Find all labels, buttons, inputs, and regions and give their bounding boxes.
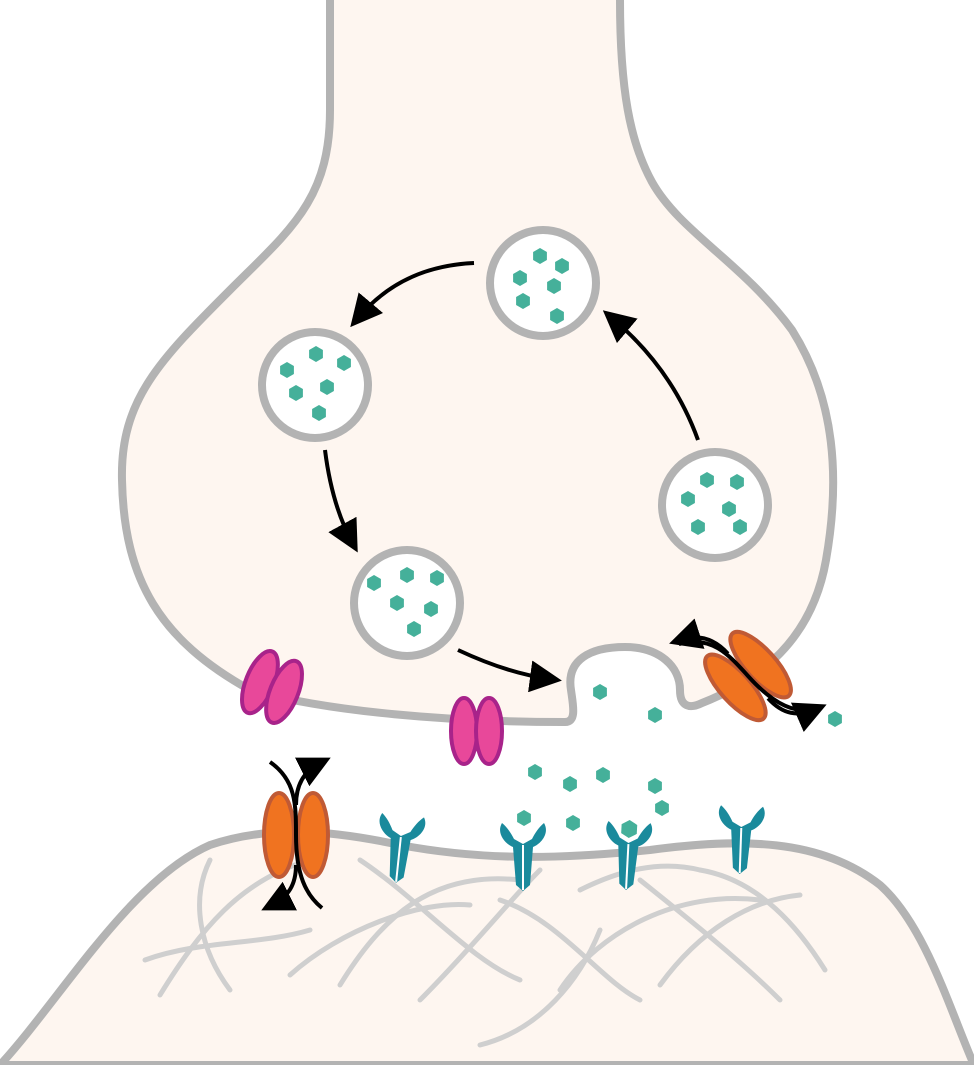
neurotransmitter-molecule (691, 519, 705, 535)
neurotransmitter-molecule (550, 308, 564, 324)
vesicle-cycle-arrows (323, 261, 700, 693)
neurotransmitter-molecule (320, 379, 334, 395)
synaptic-vesicle (486, 226, 600, 340)
neurotransmitter-molecule (566, 815, 580, 831)
receptor (500, 823, 546, 891)
neurotransmitter-molecule (621, 820, 638, 839)
neurotransmitter-molecule (517, 810, 531, 826)
neurotransmitter-molecule (648, 707, 662, 723)
neurotransmitter-molecule (730, 474, 744, 490)
neurotransmitter-molecule (390, 595, 404, 611)
receptor (379, 812, 426, 883)
neurotransmitter-molecule (337, 355, 351, 371)
presynaptic-terminal (117, 0, 838, 727)
calcium-channel-right (449, 696, 504, 766)
neurotransmitter-molecule (593, 684, 607, 700)
neurotransmitter-molecule (280, 362, 294, 378)
neurotransmitter-molecule (513, 270, 527, 286)
postsynaptic-transporter (261, 757, 331, 911)
synaptic-vesicle (350, 546, 464, 660)
neurotransmitter-molecule (722, 501, 736, 517)
vesicles (258, 226, 772, 660)
neurotransmitter-molecule (547, 278, 561, 294)
neurotransmitter-molecule (555, 258, 569, 274)
neurotransmitter-molecule (516, 293, 530, 309)
neurotransmitter-molecule (367, 575, 381, 591)
transport-arrow-in (268, 760, 324, 910)
receptor (606, 820, 653, 890)
neurotransmitter-molecule (828, 711, 842, 727)
neurotransmitter-molecule (733, 519, 747, 535)
neurotransmitter-molecule (681, 491, 695, 507)
receptors (379, 805, 765, 891)
neurotransmitter-molecule (400, 567, 414, 583)
arrow-top-to-left (350, 261, 475, 328)
arrow-recycle-up (602, 310, 700, 441)
neurotransmitter-molecule (312, 405, 326, 421)
cytoskeleton-filaments (142, 857, 828, 1048)
receptor (718, 805, 765, 874)
neurotransmitter-molecule (424, 601, 438, 617)
synaptic-vesicle (658, 448, 772, 562)
arrow-bottom-to-release (457, 648, 562, 693)
synaptic-cleft-neurotransmitters (517, 684, 842, 831)
transport-arrow-out-up (294, 757, 331, 806)
neurotransmitter-molecule (533, 248, 547, 264)
presynaptic-reuptake-transporter (669, 618, 827, 732)
calcium-channel-left (240, 649, 304, 725)
neurotransmitter-molecule (289, 385, 303, 401)
neurotransmitter-molecule (407, 621, 421, 637)
neurotransmitter-molecule (648, 778, 662, 794)
transport-arrow-out-down (261, 864, 298, 911)
neurotransmitter-molecule (700, 472, 714, 488)
neurotransmitter-molecule (596, 767, 610, 783)
neurotransmitter-molecule (528, 764, 542, 780)
arrow-left-to-bottom (323, 449, 358, 553)
neurotransmitter-molecule (563, 776, 577, 792)
neurotransmitter-molecule (430, 570, 444, 586)
neurotransmitter-molecule (309, 346, 323, 362)
synaptic-vesicle (258, 328, 372, 442)
postsynaptic-terminal (0, 827, 974, 1065)
neurotransmitter-molecule (655, 800, 669, 816)
